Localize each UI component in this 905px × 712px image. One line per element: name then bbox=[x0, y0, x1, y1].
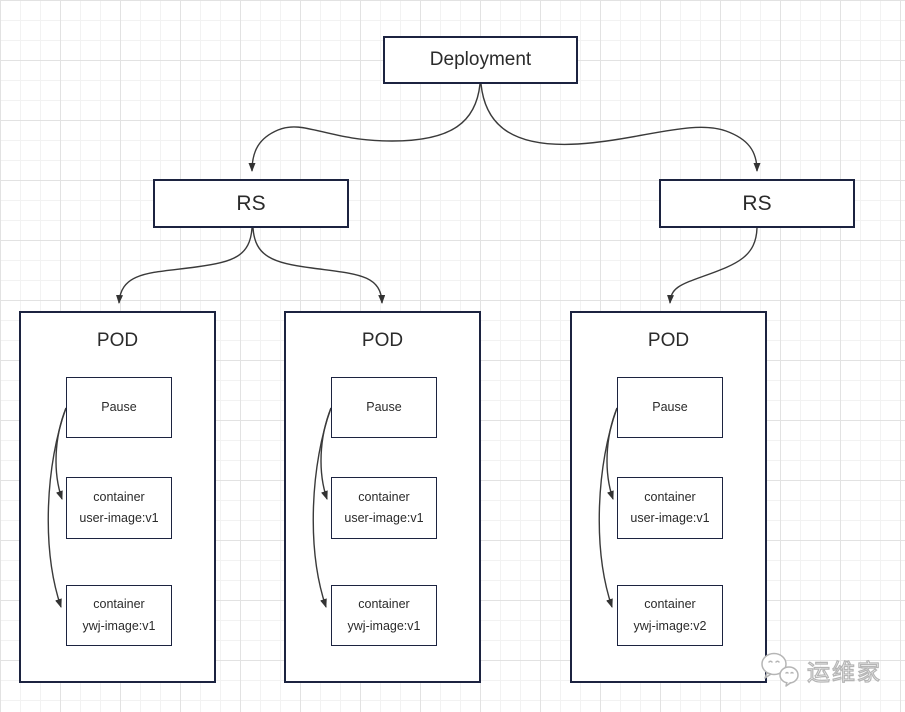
container-label-line1: container bbox=[93, 489, 145, 504]
pod-2-container-1: container user-image:v1 bbox=[331, 477, 437, 539]
node-deployment: Deployment bbox=[383, 36, 578, 84]
edge-pause-to-container-2 bbox=[312, 407, 332, 608]
pod-3: POD Pause container user-image:v1 contai… bbox=[570, 311, 767, 683]
edge-deployment-to-rs-left bbox=[248, 83, 481, 172]
container-label-line1: container bbox=[358, 597, 410, 612]
node-rs-left: RS bbox=[153, 179, 349, 228]
container-label-line2: user-image:v1 bbox=[344, 511, 424, 525]
pod-1: POD Pause container user-image:v1 contai… bbox=[19, 311, 216, 683]
pod-1-container-1: container user-image:v1 bbox=[66, 477, 172, 539]
container-label-line1: container bbox=[644, 597, 696, 612]
pod-3-title: POD bbox=[647, 330, 690, 351]
edge-rs-left-to-pod-1 bbox=[116, 227, 253, 304]
container-label-line2: user-image:v1 bbox=[630, 511, 710, 525]
pod-3-container-1: container user-image:v1 bbox=[617, 477, 723, 539]
pod-3-pause-box: Pause bbox=[617, 377, 723, 438]
pod-2-container-2: container ywj-image:v1 bbox=[331, 585, 437, 646]
pod-3-container-2: container ywj-image:v2 bbox=[617, 585, 723, 646]
edge-pause-to-container-1 bbox=[55, 407, 67, 500]
container-label-line2: ywj-image:v2 bbox=[633, 618, 707, 633]
container-label-line1: container bbox=[93, 597, 145, 612]
node-rs-left-label: RS bbox=[236, 191, 266, 215]
pod-2-title: POD bbox=[361, 330, 404, 351]
container-label-line2: ywj-image:v1 bbox=[347, 618, 421, 633]
edge-rs-left-to-pod-2 bbox=[252, 227, 386, 304]
pause-label: Pause bbox=[101, 399, 137, 414]
container-label-line1: container bbox=[358, 489, 410, 504]
pod-1-pause-box: Pause bbox=[66, 377, 172, 438]
wechat-icon bbox=[761, 652, 799, 687]
node-rs-right: RS bbox=[659, 179, 855, 228]
pod-2: POD Pause container user-image:v1 contai… bbox=[284, 311, 481, 683]
edge-pause-to-container-1 bbox=[320, 407, 332, 500]
container-label-line1: container bbox=[644, 489, 696, 504]
pod-1-title: POD bbox=[96, 330, 139, 351]
edge-deployment-to-rs-right bbox=[480, 83, 761, 172]
edge-pause-to-container-1 bbox=[606, 407, 618, 500]
container-label-line2: user-image:v1 bbox=[79, 511, 159, 525]
pod-1-container-2: container ywj-image:v1 bbox=[66, 585, 172, 646]
edge-rs-right-to-pod-3 bbox=[667, 227, 758, 304]
pod-2-pause-box: Pause bbox=[331, 377, 437, 438]
pause-label: Pause bbox=[366, 399, 402, 414]
container-label-line2: ywj-image:v1 bbox=[82, 618, 156, 633]
node-deployment-label: Deployment bbox=[429, 49, 532, 70]
pause-label: Pause bbox=[652, 399, 688, 414]
watermark: 运维家 bbox=[760, 650, 882, 690]
node-rs-right-label: RS bbox=[742, 191, 772, 215]
watermark-text: 运维家 bbox=[806, 658, 882, 685]
edge-pause-to-container-2 bbox=[47, 407, 67, 608]
edge-pause-to-container-2 bbox=[598, 407, 618, 608]
